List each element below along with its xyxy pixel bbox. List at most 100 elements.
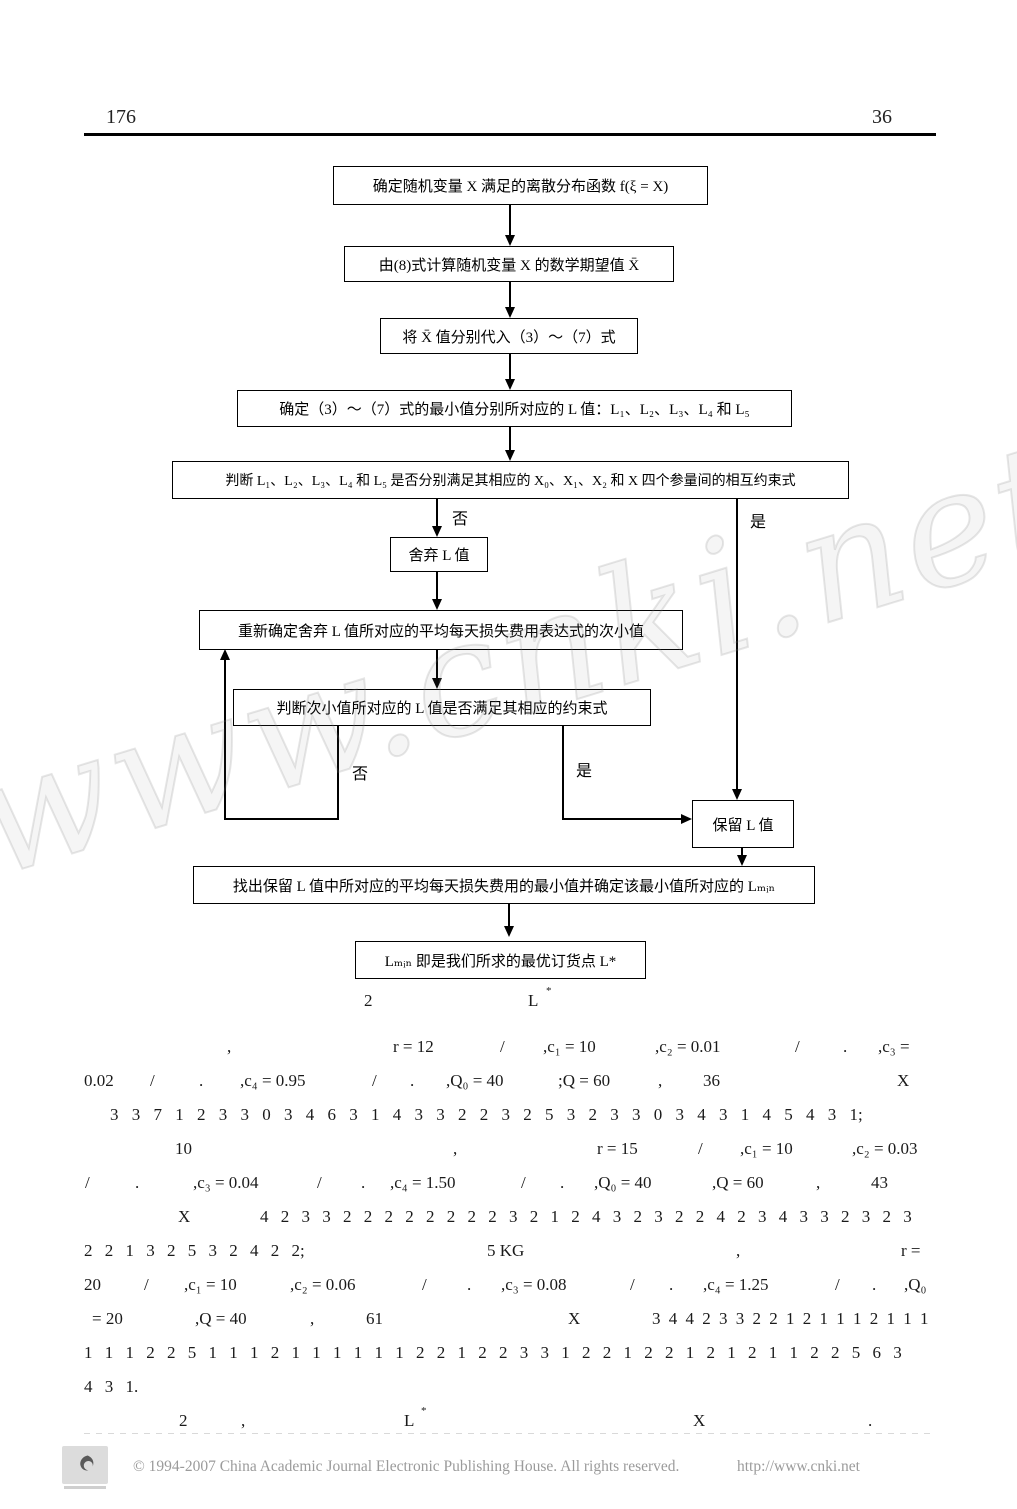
flow-box-optimal-point: Lₘᵢₙ 即是我们所求的最优订货点 L* bbox=[355, 941, 646, 979]
arrow-4-head-icon bbox=[505, 450, 515, 461]
cnki-watermark: www.cnki.net bbox=[0, 406, 1017, 915]
body-line-8-seg-13: ,Q₀ bbox=[904, 1275, 927, 1294]
arrow-2-head-icon bbox=[505, 307, 515, 318]
footer-rule bbox=[84, 1433, 936, 1434]
body-line-2-seg-3: . bbox=[199, 1071, 204, 1090]
yes2-right-line bbox=[562, 818, 681, 820]
body-line-1-seg-8: ,c₃ = bbox=[878, 1037, 910, 1056]
flow-box-judge-constraints: 判断 L₁、L₂、L₃、L₄ 和 L₅ 是否分别满足其相应的 X₀、X₁、X₂ … bbox=[172, 461, 849, 499]
feedback-bottom-line bbox=[225, 818, 339, 820]
body-line-8-seg-12: . bbox=[872, 1275, 877, 1294]
header-rule bbox=[84, 133, 936, 136]
body-line-5-seg-11: , bbox=[816, 1173, 821, 1192]
body-line-10-seg-1: 1 1 1 2 2 5 1 1 1 2 1 1 1 1 1 1 2 2 1 2 … bbox=[84, 1343, 902, 1362]
arrow-no-head-icon bbox=[432, 526, 442, 537]
flow-box-judge-second-min: 判断次小值所对应的 L 值是否满足其相应的约束式 bbox=[233, 689, 651, 726]
body-line-12-seg-5: X bbox=[693, 1411, 706, 1430]
body-line-5-seg-1: / bbox=[85, 1173, 90, 1192]
body-line-5-seg-4: / bbox=[317, 1173, 322, 1192]
arrow-12-head-icon bbox=[504, 926, 514, 937]
arrow-1-line bbox=[509, 203, 511, 235]
body-line-8-seg-1: 20 bbox=[84, 1275, 101, 1294]
body-line-8-seg-10: ,c₄ = 1.25 bbox=[703, 1275, 769, 1294]
body-line-6-seg-1: X bbox=[178, 1207, 191, 1226]
cnki-logo-caption bbox=[64, 1486, 106, 1489]
branch-label-no-1: 否 bbox=[452, 511, 469, 528]
arrow-11-line bbox=[741, 846, 743, 855]
body-line-5-seg-10: ,Q = 60 bbox=[712, 1173, 764, 1192]
body-line-1-seg-5: ,c₂ = 0.01 bbox=[655, 1037, 721, 1056]
body-line-12-seg-6: . bbox=[868, 1411, 873, 1430]
body-line-9-seg-3: , bbox=[310, 1309, 315, 1328]
body-line-2-seg-2: / bbox=[150, 1071, 155, 1090]
body-line-9-seg-6: 3 4 4 2 3 3 2 2 1 2 1 1 1 2 1 1 1 bbox=[652, 1309, 929, 1328]
flow-box-substitute: 将 X̄ 值分别代入（3）～（7）式 bbox=[380, 318, 638, 354]
flow-box-distribution: 确定随机变量 X 满足的离散分布函数 f(ξ = X) bbox=[333, 166, 708, 205]
body-line-8-seg-2: / bbox=[144, 1275, 149, 1294]
figure-caption-number: 2 bbox=[364, 991, 373, 1010]
page-number-left: 176 bbox=[106, 106, 136, 128]
body-line-5-seg-5: . bbox=[361, 1173, 366, 1192]
feedback-down-line bbox=[337, 724, 339, 820]
body-line-1-seg-4: ,c₁ = 10 bbox=[543, 1037, 596, 1056]
body-line-12-seg-1: 2 bbox=[179, 1411, 188, 1430]
body-line-5-seg-6: ,c₄ = 1.50 bbox=[390, 1173, 456, 1192]
footer-copyright: © 1994-2007 China Academic Journal Elect… bbox=[133, 1458, 680, 1475]
branch-label-no-2: 否 bbox=[352, 766, 369, 783]
body-line-4-seg-2: , bbox=[453, 1139, 458, 1158]
arrow-no-line bbox=[436, 497, 438, 526]
body-line-2-seg-11: X bbox=[897, 1071, 910, 1090]
body-line-2-seg-9: , bbox=[658, 1071, 663, 1090]
body-line-9-seg-4: 61 bbox=[366, 1309, 383, 1328]
body-line-8-seg-9: . bbox=[669, 1275, 674, 1294]
body-line-9-seg-1: = 20 bbox=[92, 1309, 123, 1328]
body-line-2-seg-10: 36 bbox=[703, 1071, 720, 1090]
body-line-4-seg-4: / bbox=[698, 1139, 703, 1158]
arrow-yes-long-head-icon bbox=[732, 789, 742, 800]
body-line-4-seg-5: ,c₁ = 10 bbox=[740, 1139, 793, 1158]
body-line-12-seg-3: L bbox=[404, 1411, 415, 1430]
body-line-12-seg-4: * bbox=[421, 1405, 427, 1417]
body-line-2-seg-1: 0.02 bbox=[84, 1071, 114, 1090]
body-line-4-seg-6: ,c₂ = 0.03 bbox=[852, 1139, 918, 1158]
flow-box-redetermine: 重新确定舍弃 L 值所对应的平均每天损失费用表达式的次小值 bbox=[199, 610, 683, 650]
body-line-4-seg-1: 10 bbox=[175, 1139, 192, 1158]
arrow-6-head-icon bbox=[432, 599, 442, 610]
yes2-down-line bbox=[562, 724, 564, 820]
body-line-2-seg-6: . bbox=[410, 1071, 415, 1090]
body-line-4-seg-3: r = 15 bbox=[597, 1139, 638, 1158]
cnki-logo bbox=[62, 1446, 108, 1484]
body-line-1-seg-2: r = 12 bbox=[393, 1037, 434, 1056]
body-line-2-seg-7: ,Q₀ = 40 bbox=[446, 1071, 504, 1090]
yes2-head-icon bbox=[681, 814, 692, 824]
body-line-5-seg-12: 43 bbox=[871, 1173, 888, 1192]
page-number-right: 36 bbox=[872, 106, 892, 128]
body-line-8-seg-11: / bbox=[835, 1275, 840, 1294]
body-line-1-seg-6: / bbox=[795, 1037, 800, 1056]
body-line-5-seg-7: / bbox=[521, 1173, 526, 1192]
branch-label-yes-2: 是 bbox=[576, 763, 593, 780]
body-line-8-seg-8: / bbox=[630, 1275, 635, 1294]
flow-box-discard-L: 舍弃 L 值 bbox=[390, 537, 488, 572]
body-line-6-seg-2: 4 2 3 3 2 2 2 2 2 2 2 2 3 2 1 2 4 3 2 3 … bbox=[260, 1207, 912, 1226]
feedback-up-line bbox=[224, 660, 226, 820]
body-line-8-seg-5: / bbox=[422, 1275, 427, 1294]
arrow-3-head-icon bbox=[505, 379, 515, 390]
figure-caption-star: * bbox=[546, 985, 552, 997]
arrow-12-line bbox=[508, 902, 510, 926]
flow-box-keep-L: 保留 L 值 bbox=[692, 800, 794, 848]
body-line-9-seg-5: X bbox=[568, 1309, 581, 1328]
arrow-4-line bbox=[509, 425, 511, 450]
body-line-8-seg-4: ,c₂ = 0.06 bbox=[290, 1275, 356, 1294]
feedback-up-head-icon bbox=[220, 649, 230, 660]
flow-box-expectation: 由(8)式计算随机变量 X 的数学期望值 X̄ bbox=[344, 246, 674, 282]
body-line-2-seg-5: / bbox=[372, 1071, 377, 1090]
body-line-5-seg-8: . bbox=[560, 1173, 565, 1192]
body-line-7-seg-2: 5 KG bbox=[487, 1241, 525, 1260]
arrow-3-line bbox=[509, 352, 511, 379]
arrow-2-line bbox=[509, 280, 511, 307]
body-line-7-seg-1: 2 2 1 3 2 5 3 2 4 2 2; bbox=[84, 1241, 305, 1260]
arrow-1-head-icon bbox=[505, 235, 515, 246]
body-line-7-seg-3: , bbox=[736, 1241, 741, 1260]
